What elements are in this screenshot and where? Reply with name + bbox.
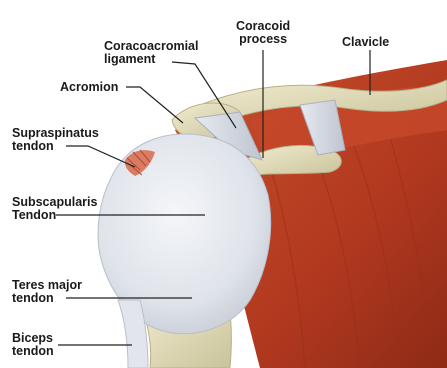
- label-biceps-tendon: Biceps tendon: [12, 332, 54, 358]
- label-line: tendon: [12, 292, 82, 305]
- label-subscapularis-tendon: Subscapularis Tendon: [12, 196, 97, 222]
- label-coracoid-process: Coracoid process: [236, 20, 290, 46]
- label-acromion: Acromion: [60, 81, 118, 94]
- label-teres-major-tendon: Teres major tendon: [12, 279, 82, 305]
- label-line: tendon: [12, 140, 99, 153]
- label-line: tendon: [12, 345, 54, 358]
- label-clavicle: Clavicle: [342, 36, 389, 49]
- label-line: Acromion: [60, 81, 118, 94]
- label-line: Clavicle: [342, 36, 389, 49]
- label-coracoacromial-ligament: Coracoacromial ligament: [104, 40, 198, 66]
- label-line: ligament: [104, 53, 198, 66]
- label-supraspinatus-tendon: Supraspinatus tendon: [12, 127, 99, 153]
- label-line: Tendon: [12, 209, 97, 222]
- label-line: process: [236, 33, 290, 46]
